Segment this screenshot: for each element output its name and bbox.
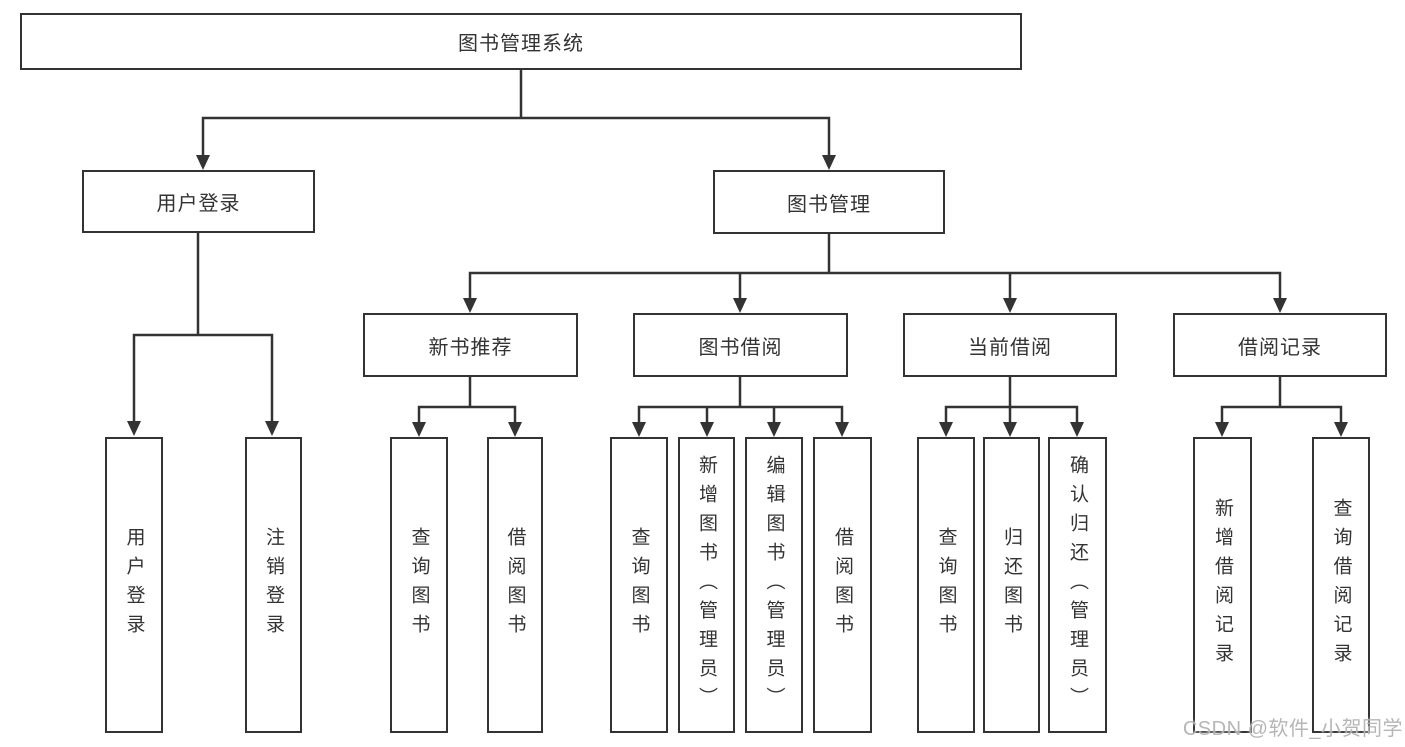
leaf-add-books-admin: 新增图书（管理员）	[678, 437, 735, 733]
leaf-borrow-books-2: 借阅图书	[813, 437, 872, 733]
node-user-login: 用户登录	[82, 170, 315, 233]
leaf-borrow-books-1: 借阅图书	[487, 437, 543, 733]
leaf-query-borrow-record: 查询借阅记录	[1312, 437, 1370, 733]
node-root: 图书管理系统	[20, 13, 1022, 70]
csdn-watermark: CSDN @软件_小贺同学	[1182, 718, 1403, 740]
leaf-return-books: 归还图书	[983, 437, 1040, 733]
leaf-query-books-2: 查询图书	[610, 437, 668, 733]
leaf-add-borrow-record: 新增借阅记录	[1193, 437, 1252, 733]
node-borrow-record: 借阅记录	[1173, 313, 1387, 377]
leaf-query-books-3: 查询图书	[917, 437, 975, 733]
leaf-logout: 注销登录	[245, 437, 302, 733]
node-book-borrow: 图书借阅	[633, 313, 848, 377]
node-book-management: 图书管理	[713, 170, 945, 234]
leaf-edit-books-admin: 编辑图书（管理员）	[745, 437, 803, 733]
node-new-book-recommend: 新书推荐	[363, 313, 578, 377]
leaf-user-login: 用户登录	[105, 437, 163, 733]
leaf-confirm-return-admin: 确认归还（管理员）	[1048, 437, 1107, 733]
node-current-borrow: 当前借阅	[903, 313, 1117, 377]
leaf-query-books-1: 查询图书	[390, 437, 448, 733]
